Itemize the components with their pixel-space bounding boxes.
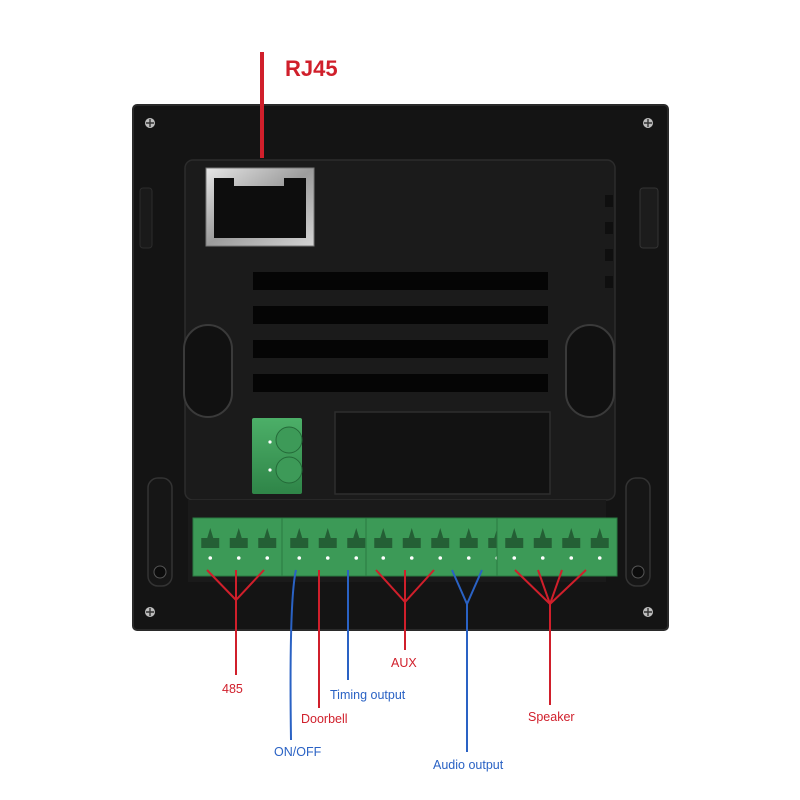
terminal-pin-dot [597, 556, 602, 560]
left-rail [147, 477, 173, 587]
terminal-pin-slot [201, 528, 220, 548]
terminal-pin-dot [208, 556, 213, 560]
side-tab-right [639, 187, 659, 249]
terminal-pin-dot [354, 556, 359, 560]
callout-aux-lines [375, 569, 435, 650]
callout-speaker-lines [514, 569, 587, 705]
corner-screw-icon [643, 118, 653, 128]
vent-grille [253, 272, 548, 392]
mount-hole-right [565, 324, 615, 418]
label-485: 485 [222, 682, 243, 696]
terminal-blocks [192, 517, 618, 577]
terminal-pin-slot [347, 528, 366, 548]
callout-485-lines [206, 569, 265, 675]
two-pin-terminal-block [252, 418, 303, 494]
right-rail [625, 477, 651, 587]
terminal-pin-dot [265, 556, 270, 560]
terminal-pin-dot [381, 556, 386, 560]
callout-audio-lines [451, 569, 483, 752]
terminal-pin-slot [229, 528, 248, 548]
terminal-pin-slot [290, 528, 309, 548]
side-tab-left [139, 187, 153, 249]
corner-screw-icon [145, 118, 155, 128]
terminal-pin-dot [466, 556, 471, 560]
terminal-pin-dot [512, 556, 517, 560]
terminal-pin-dot [569, 556, 574, 560]
terminal-pin-slot [374, 528, 393, 548]
label-recess [334, 411, 551, 495]
label-onoff: ON/OFF [274, 745, 322, 759]
terminal-pin-dot [325, 556, 330, 560]
terminal-pin-slot [590, 528, 609, 548]
rj45-port-icon [205, 167, 315, 247]
terminal-pin-slot [431, 528, 450, 548]
rj45-label: RJ45 [285, 56, 338, 81]
terminal-pin-slot [459, 528, 478, 548]
terminal-pin-dot [236, 556, 241, 560]
label-aux: AUX [391, 656, 417, 670]
corner-screw-icon [145, 607, 155, 617]
terminal-block [192, 517, 285, 577]
terminal-pin-slot [318, 528, 337, 548]
label-timing-output: Timing output [330, 688, 406, 702]
terminal-block [365, 517, 515, 577]
terminal-pin-dot [438, 556, 443, 560]
terminal-pin-slot [533, 528, 552, 548]
callout-onoff-line [289, 569, 297, 741]
terminal-pin-slot [562, 528, 581, 548]
corner-screw-icon [643, 607, 653, 617]
terminal-block [281, 517, 374, 577]
terminal-block [496, 517, 618, 577]
label-audio-output: Audio output [433, 758, 504, 772]
terminal-pin-dot [297, 556, 302, 560]
terminal-pin-slot [402, 528, 421, 548]
terminal-pin-dot [540, 556, 545, 560]
terminal-pin-dot [409, 556, 414, 560]
mount-hole-left [183, 324, 233, 418]
label-doorbell: Doorbell [301, 712, 348, 726]
terminal-pin-slot [505, 528, 524, 548]
terminal-pin-slot [258, 528, 277, 548]
label-speaker: Speaker [528, 710, 575, 724]
